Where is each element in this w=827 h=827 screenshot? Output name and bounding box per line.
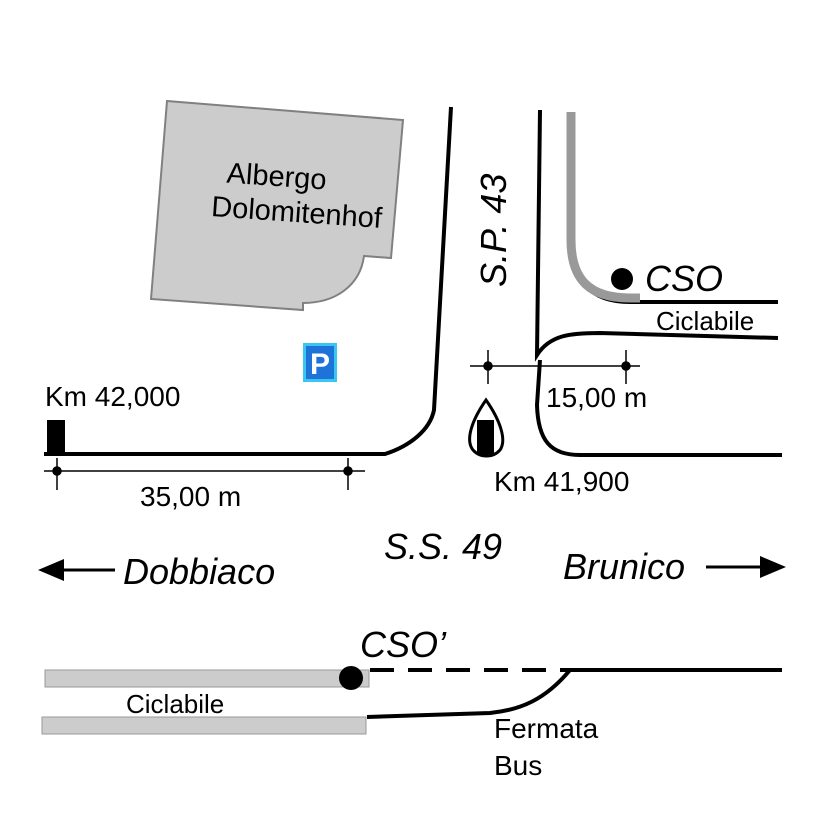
arrow-east-icon bbox=[706, 556, 786, 578]
cycle-path-label-north: Ciclabile bbox=[656, 306, 754, 336]
cycle-path-south-upper bbox=[44, 669, 370, 688]
parking-sign[interactable]: P bbox=[303, 343, 337, 382]
south-edge-bus bbox=[366, 668, 782, 719]
parking-icon: P bbox=[310, 348, 330, 381]
sp43-east-edge bbox=[534, 109, 779, 362]
cso-point[interactable] bbox=[611, 268, 633, 290]
distance-east-label: 15,00 m bbox=[546, 382, 647, 413]
km-label-west: Km 42,000 bbox=[45, 381, 180, 412]
dimension-east bbox=[470, 350, 640, 384]
ss49-road-label: S.S. 49 bbox=[384, 526, 502, 567]
hotel-name-line1: Albergo bbox=[226, 158, 328, 197]
km-label-east: Km 41,900 bbox=[494, 466, 629, 497]
km-marker-west[interactable] bbox=[47, 420, 65, 454]
cso-prime-label: CSO’ bbox=[360, 624, 447, 665]
km-marker-east[interactable] bbox=[477, 420, 494, 455]
direction-east-label: Brunico bbox=[563, 546, 685, 587]
direction-west-label: Dobbiaco bbox=[123, 551, 275, 592]
hotel-building[interactable] bbox=[149, 99, 405, 312]
cycle-path-label-south: Ciclabile bbox=[126, 689, 224, 719]
dimension-west bbox=[44, 458, 365, 490]
bus-stop-label-line1: Fermata bbox=[494, 713, 599, 744]
ss49-north-edge-east bbox=[534, 359, 782, 457]
sp43-road-label: S.P. 43 bbox=[473, 174, 514, 287]
cso-prime-point[interactable] bbox=[339, 666, 363, 690]
distance-west-label: 35,00 m bbox=[140, 481, 241, 512]
arrow-west-icon bbox=[38, 559, 115, 581]
cycle-band-north bbox=[566, 112, 640, 303]
cycle-path-south-lower bbox=[41, 716, 367, 735]
ss49-north-edge-west bbox=[44, 106, 453, 456]
bus-stop-label-line2: Bus bbox=[494, 750, 542, 781]
cso-label: CSO bbox=[645, 258, 723, 299]
